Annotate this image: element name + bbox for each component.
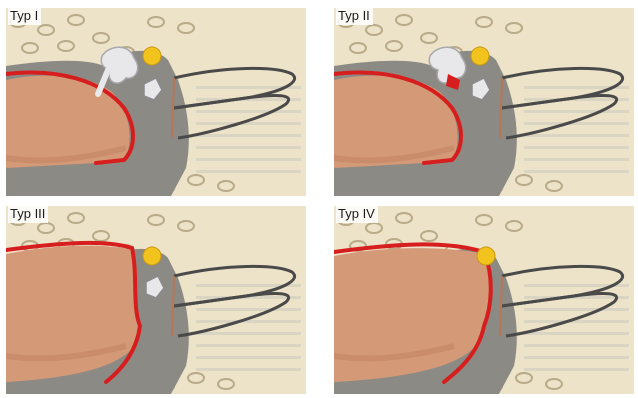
background-text-line xyxy=(524,356,629,359)
background-text-line xyxy=(196,170,301,173)
background-text-line xyxy=(524,122,629,125)
facial-nerve xyxy=(471,47,489,65)
diagram-typ-2 xyxy=(334,8,634,196)
background-text-line xyxy=(196,320,301,323)
background-text-line xyxy=(196,356,301,359)
background-text-line xyxy=(196,368,301,371)
diagram-typ-4 xyxy=(334,206,634,394)
background-text-line xyxy=(524,134,629,137)
background-text-line xyxy=(196,344,301,347)
background-text-line xyxy=(524,146,629,149)
diagram-typ-1 xyxy=(6,8,306,196)
panel-typ-3: Typ III xyxy=(6,206,306,394)
background-text-line xyxy=(524,368,629,371)
background-text-line xyxy=(196,308,301,311)
panel-label-typ-1: Typ I xyxy=(8,8,41,25)
facial-nerve xyxy=(143,47,161,65)
background-text-line xyxy=(196,134,301,137)
background-text-line xyxy=(524,158,629,161)
panel-typ-4: Typ IV xyxy=(334,206,634,394)
background-text-line xyxy=(524,170,629,173)
background-text-line xyxy=(524,332,629,335)
background-text-line xyxy=(524,110,629,113)
background-text-line xyxy=(196,332,301,335)
background-text-line xyxy=(524,320,629,323)
panel-label-typ-2: Typ II xyxy=(336,8,373,25)
diagram-typ-3 xyxy=(6,206,306,394)
background-text-line xyxy=(524,344,629,347)
panel-typ-2: Typ II xyxy=(334,8,634,196)
background-text-line xyxy=(196,158,301,161)
panel-label-typ-4: Typ IV xyxy=(336,206,378,223)
facial-nerve xyxy=(143,247,161,265)
background-text-line xyxy=(196,146,301,149)
background-text-line xyxy=(196,122,301,125)
background-text-line xyxy=(196,110,301,113)
background-text-line xyxy=(524,308,629,311)
facial-nerve xyxy=(477,247,495,265)
panel-label-typ-3: Typ III xyxy=(8,206,48,223)
panel-typ-1: Typ I xyxy=(6,8,306,196)
